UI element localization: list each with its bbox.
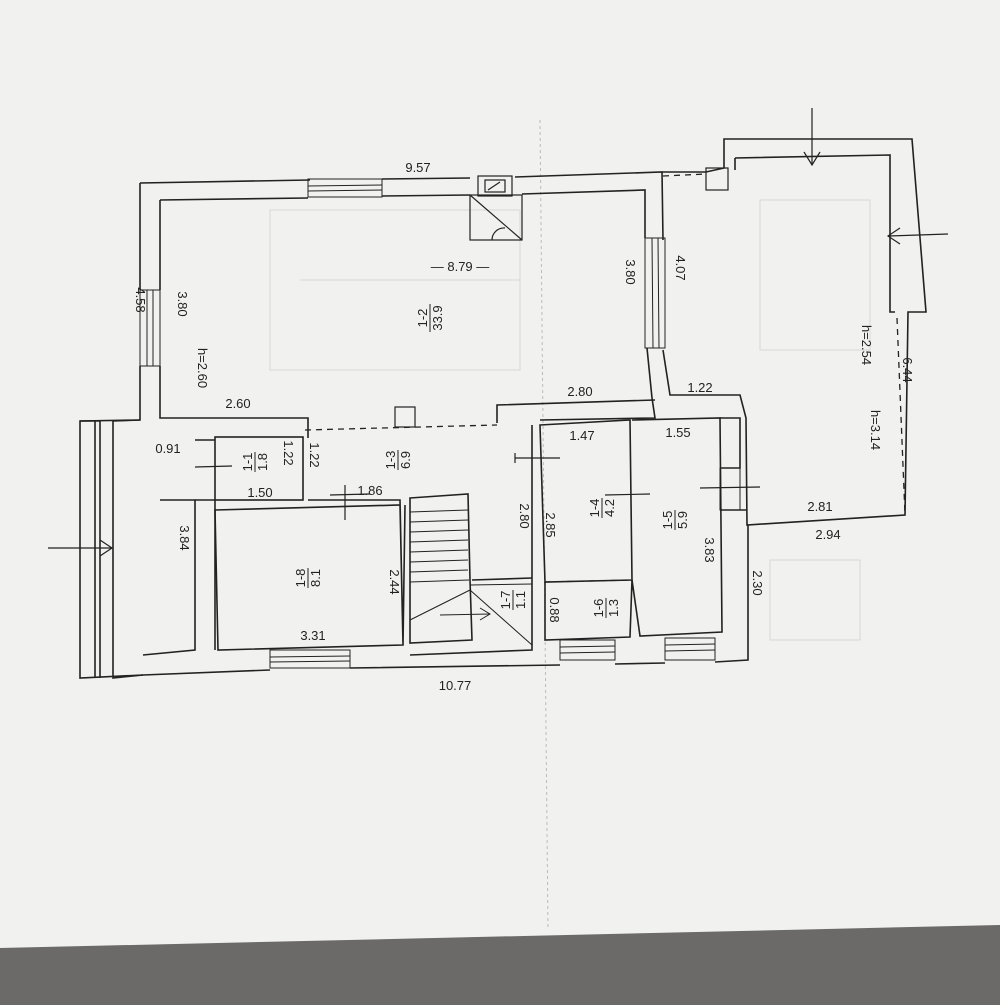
dim-bottom-total: 10.77 [439, 678, 472, 693]
dashed-partitions [304, 173, 906, 583]
dim-h-3-14: h=3.14 [868, 410, 883, 450]
room-1-1: 1-1 1.8 [240, 452, 270, 472]
room-1-8-area: 8.1 [308, 569, 323, 587]
room-1-3-area: 6.9 [398, 451, 413, 469]
dim-1-22-a: 1.22 [687, 380, 712, 395]
room-1-7-id: 1-7 [498, 591, 513, 610]
dim-2-94: 2.94 [815, 527, 840, 542]
dim-h-2-54: h=2.54 [859, 325, 874, 365]
dimensions: 9.57 — 8.79 — 4.58 3.80 h=2.60 4.07 3.80… [133, 160, 915, 693]
room-1-4-id: 1-4 [587, 499, 602, 518]
room-1-7-area: 1.1 [513, 591, 528, 609]
dim-0-91: 0.91 [155, 441, 180, 456]
dim-right-4-07: 4.07 [673, 255, 688, 280]
dim-height-main: h=2.60 [195, 348, 210, 388]
room-1-2: 1-2 33.9 [415, 304, 445, 332]
room-1-6-area: 1.3 [606, 599, 621, 617]
dim-3-31: 3.31 [300, 628, 325, 643]
dim-1-22-b: 1.22 [281, 440, 296, 465]
boiler-block [394, 167, 729, 428]
room-1-2-id: 1-2 [415, 309, 430, 328]
room-1-5-area: 5.9 [675, 511, 690, 529]
room-labels: 1-1 1.8 1-2 33.9 1-3 6.9 1-4 4.2 1-5 5.9… [240, 304, 690, 618]
room-1-2-area: 33.9 [430, 305, 445, 330]
dim-1-50: 1.50 [247, 485, 272, 500]
dim-right-3-80: 3.80 [623, 259, 638, 284]
dim-left-outer: 4.58 [133, 287, 148, 312]
walls [79, 138, 927, 679]
dim-top-total: 9.57 [405, 160, 430, 175]
stair [409, 509, 533, 646]
room-1-8-id: 1-8 [293, 569, 308, 588]
ghost-lines [269, 199, 871, 641]
paper [0, 0, 1000, 948]
room-1-4: 1-4 4.2 [587, 498, 617, 518]
dim-3-84: 3.84 [177, 525, 192, 550]
room-1-5: 1-5 5.9 [660, 510, 690, 530]
room-1-8: 1-8 8.1 [293, 568, 323, 588]
dim-2-30: 2.30 [750, 570, 765, 595]
dim-1-22-c: 1.22 [307, 442, 322, 467]
dim-2-81: 2.81 [807, 499, 832, 514]
entrance-arrows [48, 108, 949, 557]
room-1-1-id: 1-1 [240, 453, 255, 472]
room-1-5-id: 1-5 [660, 511, 675, 530]
room-1-3-id: 1-3 [383, 451, 398, 470]
dim-1-55: 1.55 [665, 425, 690, 440]
room-1-1-area: 1.8 [255, 453, 270, 471]
dim-6-44: 6.44 [900, 357, 915, 382]
dim-1-47: 1.47 [569, 428, 594, 443]
room-1-7: 1-7 1.1 [498, 590, 528, 610]
room-1-6: 1-6 1.3 [591, 598, 621, 618]
dim-2-85: 2.85 [543, 512, 558, 537]
room-1-4-area: 4.2 [602, 499, 617, 517]
room-1-6-id: 1-6 [591, 599, 606, 618]
dim-1-86: 1.86 [357, 483, 382, 498]
dim-2-44: 2.44 [387, 569, 402, 594]
dim-left-inner: 3.80 [175, 291, 190, 316]
dim-3-83: 3.83 [702, 537, 717, 562]
dim-2-60: 2.60 [225, 396, 250, 411]
dim-2-80-a: 2.80 [567, 384, 592, 399]
dim-2-80-b: 2.80 [517, 503, 532, 528]
dim-main-width: — 8.79 — [431, 259, 490, 274]
dim-0-88: 0.88 [547, 597, 562, 622]
room-1-3: 1-3 6.9 [383, 450, 413, 470]
windows [139, 178, 741, 669]
